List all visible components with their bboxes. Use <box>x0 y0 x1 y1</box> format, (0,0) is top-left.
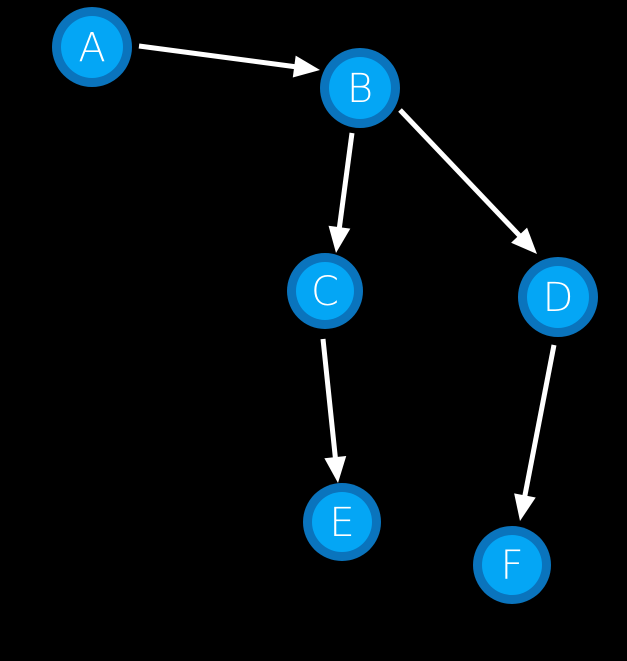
edge-arrowhead <box>292 55 320 78</box>
edge-line <box>521 344 557 500</box>
graph-edge-a-b <box>138 43 320 78</box>
graph-edge-d-f <box>514 344 557 521</box>
node-body <box>329 57 391 119</box>
graph-node-d[interactable]: D <box>518 257 598 337</box>
node-label: B <box>347 66 373 112</box>
edge-line <box>336 132 355 232</box>
edge-arrowhead <box>514 493 536 521</box>
node-body <box>527 266 589 328</box>
node-body <box>61 16 123 78</box>
edge-line <box>398 108 524 240</box>
node-body <box>482 535 542 595</box>
graph-node-e[interactable]: E <box>303 483 381 561</box>
edge-line <box>320 338 339 462</box>
graph-edge-c-e <box>320 338 347 483</box>
graph-edge-b-d <box>398 108 537 254</box>
node-label: E <box>329 500 354 546</box>
graph-node-b[interactable]: B <box>320 48 400 128</box>
node-label: A <box>78 25 105 71</box>
edge-arrowhead <box>328 225 351 253</box>
edge-line <box>138 43 299 70</box>
node-body <box>312 492 372 552</box>
node-label: F <box>500 543 523 589</box>
edges-layer <box>138 43 557 521</box>
nodes-layer: A B C D E F <box>52 7 598 604</box>
edge-arrowhead <box>324 456 347 483</box>
node-label: D <box>543 275 574 321</box>
edge-arrowhead <box>511 227 537 254</box>
graph-node-a[interactable]: A <box>52 7 132 87</box>
node-label: C <box>311 269 339 315</box>
graph-edge-b-c <box>328 132 355 253</box>
graph-node-f[interactable]: F <box>473 526 551 604</box>
node-body <box>296 262 354 320</box>
graph-node-c[interactable]: C <box>287 253 363 329</box>
